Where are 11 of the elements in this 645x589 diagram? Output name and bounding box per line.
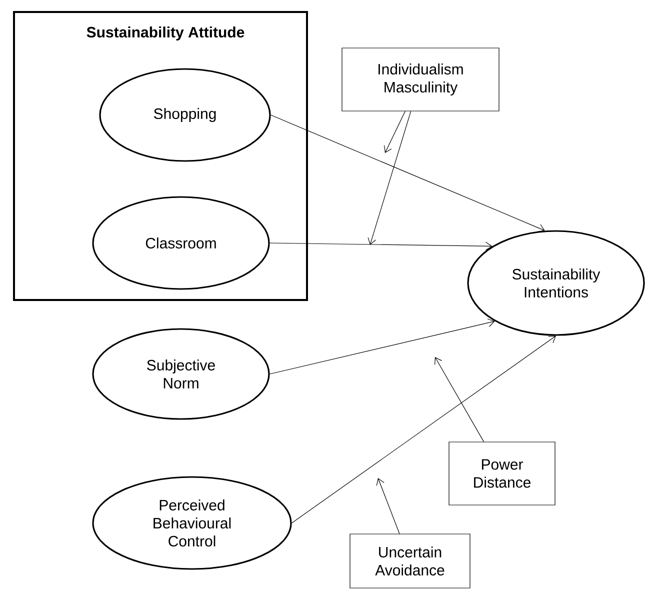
moderator-box: Power Distance (448, 442, 556, 506)
arrow (434, 357, 484, 442)
moderator-box: Individualism Masculinity (342, 48, 500, 112)
arrow (368, 111, 412, 245)
moderator-box: Uncertain Avoidance (350, 534, 470, 588)
arrow (270, 242, 492, 250)
arrow (270, 114, 545, 232)
arrow (376, 478, 400, 534)
arrow (384, 111, 406, 153)
arrow (270, 318, 495, 374)
arrow (292, 336, 556, 524)
